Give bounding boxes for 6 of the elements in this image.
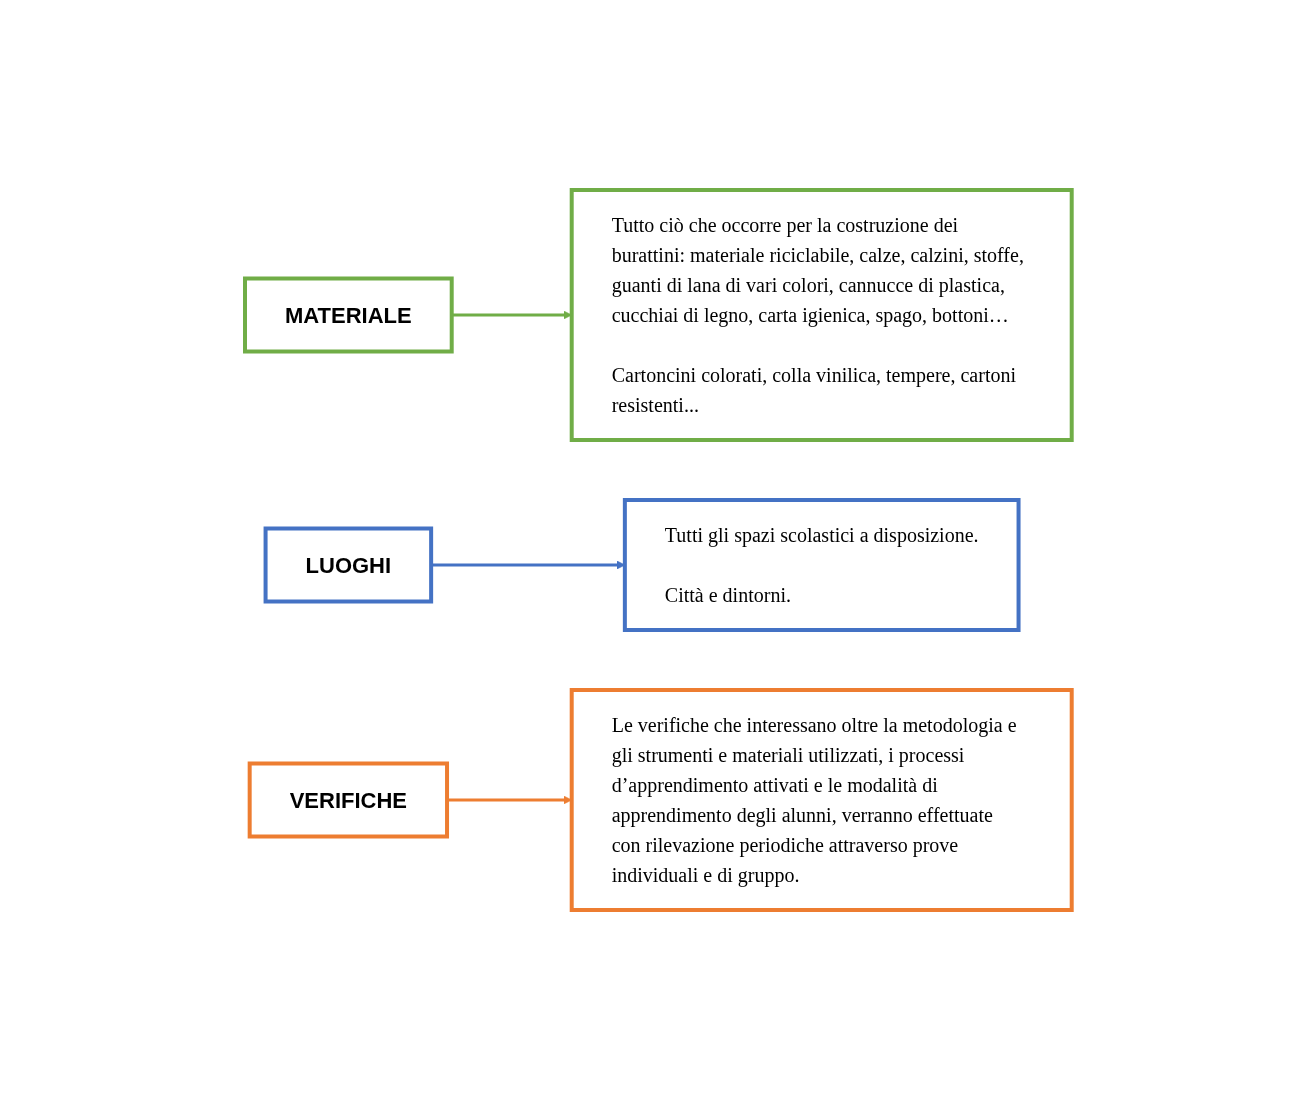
node-box: MATERIALE [242,276,454,353]
node-box: Tutti gli spazi scolastici a disposizione. Città e dintorni. [622,497,1021,632]
node-box: LUOGHI [263,526,433,603]
node-box: Le verifiche che interessano oltre la metodologia e gli strumenti e materiali utilizzati, i processi d’apprendimento attivati e le modalità di apprendimento degli alunni, verranno effettuate con rilevazione periodiche attraverso prove individuali e di gruppo. [569,687,1074,912]
node-box: Tutto ciò che occorre per la costruzione dei burattini: materiale riciclabile, calze, calzini, stoffe, guanti di lana di vari colori, cannucce di plastica, cucchiai di legno, carta igienica, spago, bottoni… Cartoncini colorati, colla vinilica, tempere, cartoni resistenti... [569,187,1074,442]
node-box: VERIFICHE [247,761,449,838]
